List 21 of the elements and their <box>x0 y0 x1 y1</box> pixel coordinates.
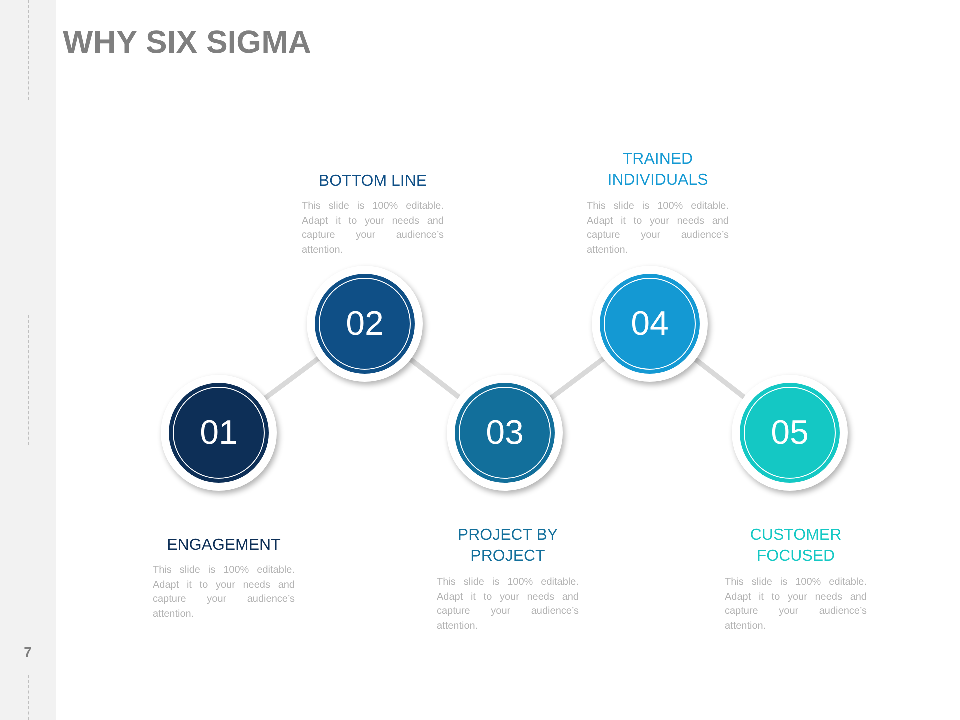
step-number: 03 <box>486 416 524 450</box>
connector-line <box>409 358 461 400</box>
page-number: 7 <box>23 643 33 662</box>
step-description: This slide is 100% editable. Adapt it to your needs and capture your audience’s attention. <box>587 200 729 258</box>
step-number: 05 <box>771 416 809 450</box>
connector-line <box>694 358 746 400</box>
step-heading: BOTTOM LINE <box>318 172 428 192</box>
step-heading: PROJECT BY PROJECT <box>456 526 560 567</box>
step-description: This slide is 100% editable. Adapt it to your needs and capture your audience’s attention. <box>437 576 579 634</box>
step-number: 01 <box>200 416 238 450</box>
step-heading: ENGAGEMENT <box>166 536 282 556</box>
step-number: 04 <box>631 307 669 341</box>
connector-line <box>264 356 320 400</box>
step-heading: TRAINED INDIVIDUALS <box>606 150 710 191</box>
step-description: This slide is 100% editable. Adapt it to your needs and capture your audience’s attention. <box>725 576 867 634</box>
slide-title: WHY SIX SIGMA <box>63 26 312 58</box>
step-number: 02 <box>346 307 384 341</box>
step-description: This slide is 100% editable. Adapt it to your needs and capture your audience’s attention. <box>302 200 444 258</box>
step-description: This slide is 100% editable. Adapt it to your needs and capture your audience’s attention. <box>153 564 295 622</box>
connector-line <box>550 356 606 400</box>
step-heading: CUSTOMER FOCUSED <box>749 526 843 567</box>
